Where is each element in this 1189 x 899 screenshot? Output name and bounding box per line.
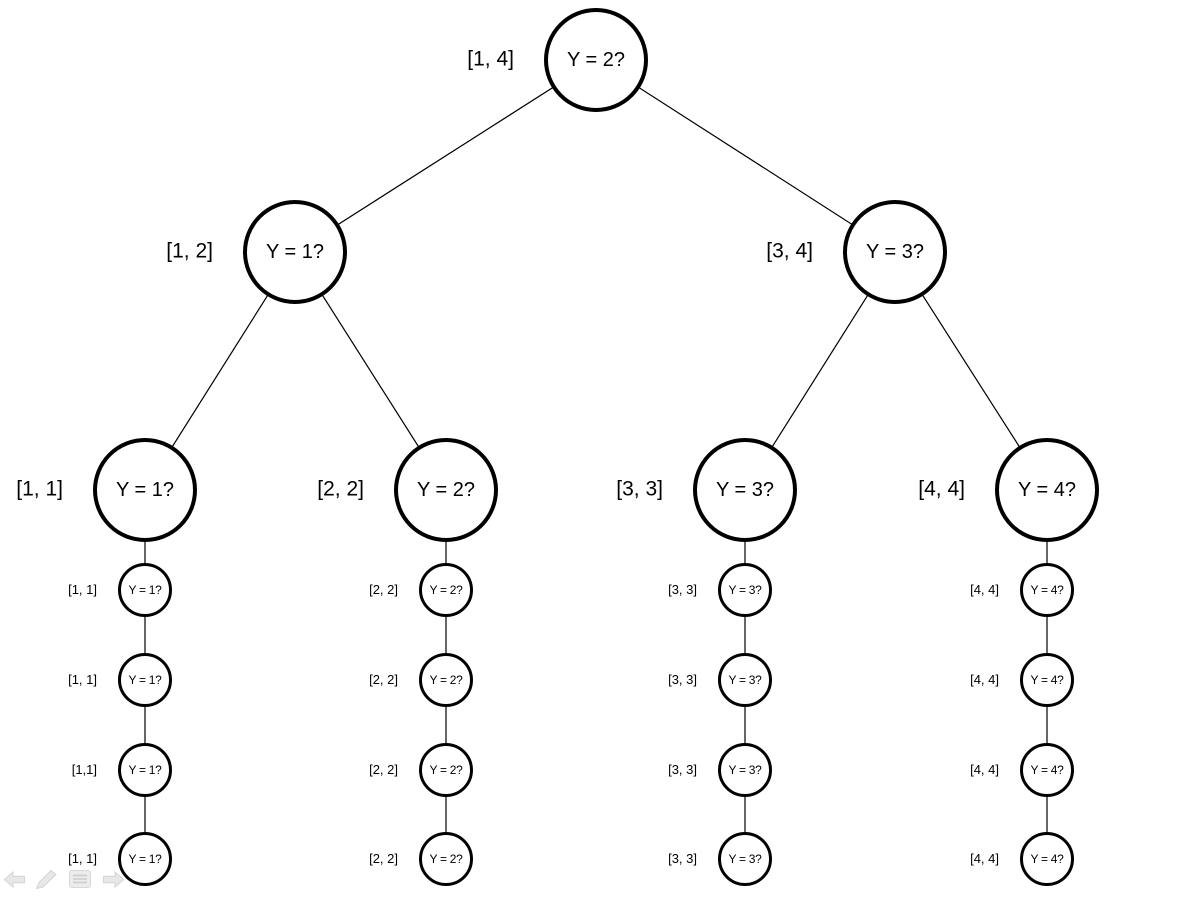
interval-label: [4, 4] <box>970 582 999 598</box>
tree-node: Y = 2? <box>419 563 473 617</box>
pen-button[interactable] <box>36 869 58 889</box>
tree-node: Y = 2? <box>419 653 473 707</box>
presenter-toolbar <box>3 869 124 889</box>
interval-label: [4, 4] <box>970 762 999 778</box>
interval-label: [1, 4] <box>467 47 514 71</box>
interval-label: [2, 2] <box>369 582 398 598</box>
right-arrow-icon <box>102 870 124 889</box>
tree-node: Y = 2? <box>419 832 473 886</box>
tree-edge <box>294 59 597 253</box>
interval-label: [3, 3] <box>616 477 663 501</box>
tree-node: Y = 2? <box>544 8 648 112</box>
tree-node: Y = 4? <box>1020 832 1074 886</box>
interval-label: [1,1] <box>71 762 97 778</box>
interval-label: [3, 4] <box>766 239 813 263</box>
interval-label: [2, 2] <box>369 672 398 688</box>
tree-node: Y = 1? <box>118 653 172 707</box>
tree-node: Y = 1? <box>243 200 347 304</box>
tree-node: Y = 4? <box>995 438 1099 542</box>
interval-label: [3, 3] <box>668 672 697 688</box>
interval-label: [2, 2] <box>317 477 364 501</box>
tree-node: Y = 1? <box>93 438 197 542</box>
interval-label: [1, 1] <box>68 851 97 867</box>
interval-label: [1, 1] <box>68 672 97 688</box>
left-arrow-icon <box>3 870 25 889</box>
previous-slide-button[interactable] <box>3 869 25 889</box>
tree-node: Y = 2? <box>394 438 498 542</box>
interval-label: [3, 3] <box>668 582 697 598</box>
interval-label: [1, 1] <box>16 477 63 501</box>
tree-node: Y = 1? <box>118 743 172 797</box>
interval-label: [4, 4] <box>918 477 965 501</box>
tree-node: Y = 3? <box>718 563 772 617</box>
tree-node: Y = 2? <box>419 743 473 797</box>
next-slide-button[interactable] <box>102 869 124 889</box>
pen-icon <box>36 869 58 889</box>
tree-node: Y = 1? <box>118 563 172 617</box>
tree-node: Y = 4? <box>1020 743 1074 797</box>
tree-node: Y = 4? <box>1020 653 1074 707</box>
tree-node: Y = 1? <box>118 832 172 886</box>
tree-node: Y = 4? <box>1020 563 1074 617</box>
tree-node: Y = 3? <box>843 200 947 304</box>
tree-edge <box>595 59 896 253</box>
tree-node: Y = 3? <box>718 743 772 797</box>
interval-label: [2, 2] <box>369 762 398 778</box>
interval-label: [1, 1] <box>68 582 97 598</box>
interval-label: [4, 4] <box>970 851 999 867</box>
tree-node: Y = 3? <box>718 832 772 886</box>
slide-menu-button[interactable] <box>69 869 91 889</box>
interval-label: [1, 2] <box>166 239 213 263</box>
interval-label: [4, 4] <box>970 672 999 688</box>
tree-node: Y = 3? <box>693 438 797 542</box>
interval-label: [2, 2] <box>369 851 398 867</box>
slide-menu-icon <box>69 870 91 888</box>
interval-label: [3, 3] <box>668 762 697 778</box>
interval-label: [3, 3] <box>668 851 697 867</box>
tree-node: Y = 3? <box>718 653 772 707</box>
